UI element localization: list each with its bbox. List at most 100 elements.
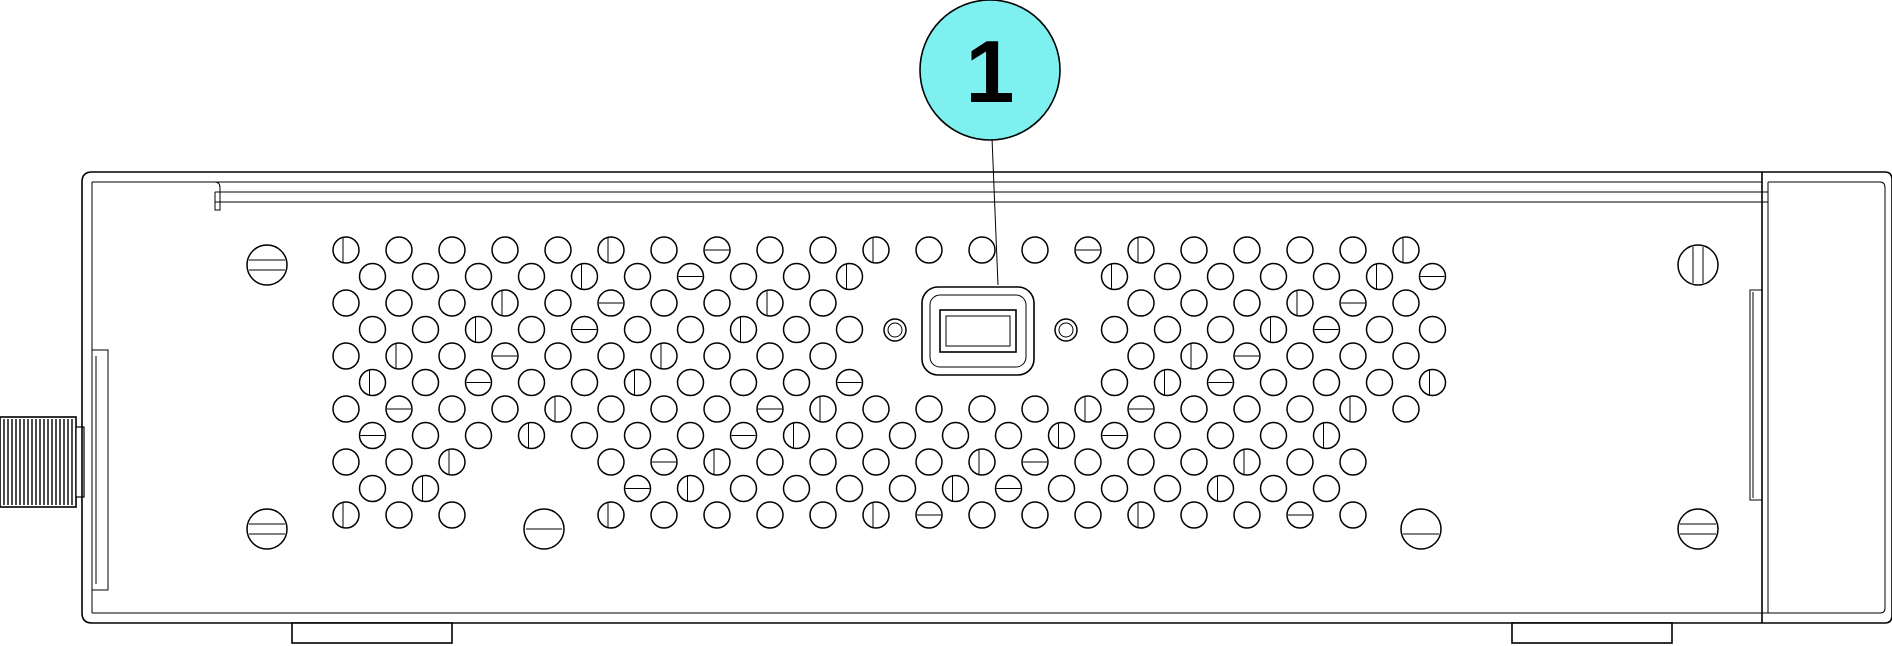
vent-hole xyxy=(464,421,493,450)
vent-hole xyxy=(782,474,811,503)
vent-hole xyxy=(862,236,890,264)
vent-hole xyxy=(411,421,440,450)
screw-mid-left xyxy=(523,508,565,550)
vent-hole xyxy=(544,342,572,370)
vent-hole xyxy=(438,501,466,529)
vent-hole xyxy=(1153,315,1182,344)
vent-hole xyxy=(676,368,705,397)
vent-hole xyxy=(385,236,413,264)
vent-hole xyxy=(782,262,811,291)
callout-leader-line xyxy=(991,137,999,286)
vent-hole xyxy=(1180,448,1208,476)
vent-hole xyxy=(703,342,731,370)
vent-hole xyxy=(1286,448,1314,476)
vent-hole xyxy=(597,395,625,423)
vent-hole xyxy=(1074,395,1102,423)
vent-hole xyxy=(729,315,758,344)
vent-hole xyxy=(809,501,837,529)
vent-hole xyxy=(1021,236,1049,264)
vent-hole xyxy=(570,421,599,450)
screw-top-right xyxy=(1677,244,1719,286)
vent-hole xyxy=(1365,262,1394,291)
vent-hole xyxy=(782,315,811,344)
vent-hole xyxy=(676,421,705,450)
vent-hole xyxy=(1153,368,1182,397)
callout-circle xyxy=(919,0,1061,141)
vent-hole xyxy=(1286,395,1314,423)
vent-hole xyxy=(1100,474,1129,503)
vent-hole xyxy=(1206,262,1235,291)
vent-hole xyxy=(1127,236,1155,264)
vent-hole xyxy=(835,315,864,344)
vent-hole xyxy=(1127,289,1155,317)
vent-hole xyxy=(1339,236,1367,264)
vent-hole xyxy=(517,262,546,291)
vent-hole xyxy=(676,315,705,344)
vent-hole xyxy=(968,501,996,529)
vent-hole xyxy=(809,289,837,317)
vent-hole xyxy=(597,501,625,529)
vent-hole xyxy=(1153,474,1182,503)
vent-hole xyxy=(464,315,493,344)
vent-hole xyxy=(862,395,890,423)
vent-hole xyxy=(1233,448,1261,476)
vent-hole xyxy=(623,421,652,450)
vent-hole xyxy=(385,448,413,476)
vent-hole xyxy=(332,236,360,264)
vent-hole xyxy=(994,421,1023,450)
vent-hole xyxy=(1153,262,1182,291)
vent-hole xyxy=(358,315,387,344)
vent-hole xyxy=(1127,448,1155,476)
vent-hole xyxy=(1206,474,1235,503)
vent-hole xyxy=(729,474,758,503)
vent-hole xyxy=(862,448,890,476)
vent-hole xyxy=(1074,501,1102,529)
vent-hole xyxy=(597,236,625,264)
vent-hole xyxy=(1233,501,1261,529)
vent-hole xyxy=(809,236,837,264)
vent-hole xyxy=(703,395,731,423)
vent-hole xyxy=(835,262,864,291)
vent-hole xyxy=(1339,501,1367,529)
vent-hole xyxy=(491,395,519,423)
vent-hole xyxy=(411,262,440,291)
screw-mid-right xyxy=(1400,508,1442,550)
vent-hole xyxy=(385,289,413,317)
callout-number: 1 xyxy=(966,22,1015,121)
vent-hole xyxy=(756,501,784,529)
vent-hole xyxy=(1312,262,1341,291)
vent-hole xyxy=(1127,342,1155,370)
chassis-body xyxy=(81,171,1892,624)
vent-hole xyxy=(1418,368,1447,397)
vent-hole xyxy=(623,368,652,397)
vent-hole xyxy=(358,262,387,291)
vent-hole xyxy=(1365,315,1394,344)
vent-hole xyxy=(703,289,731,317)
vent-hole xyxy=(888,421,917,450)
screw-bottom-right xyxy=(1677,508,1719,550)
vent-hole xyxy=(332,342,360,370)
vent-hole xyxy=(756,342,784,370)
vent-hole xyxy=(1418,315,1447,344)
vent-hole xyxy=(1259,262,1288,291)
vent-hole xyxy=(623,262,652,291)
vent-hole xyxy=(1259,315,1288,344)
screw-bottom-left xyxy=(246,508,288,550)
vent-hole xyxy=(1259,368,1288,397)
vent-hole xyxy=(517,421,546,450)
vent-hole xyxy=(411,368,440,397)
screw-top-left xyxy=(246,244,288,286)
vent-hole xyxy=(1392,342,1420,370)
vent-hole xyxy=(756,236,784,264)
vent-hole xyxy=(438,342,466,370)
vent-hole xyxy=(1233,289,1261,317)
vent-hole xyxy=(703,448,731,476)
vent-hole xyxy=(491,289,519,317)
vent-hole xyxy=(623,315,652,344)
vent-grille xyxy=(332,236,1447,529)
vent-hole xyxy=(1206,315,1235,344)
vent-hole xyxy=(438,448,466,476)
front-panel-display-window xyxy=(883,286,1078,376)
vent-hole xyxy=(1259,474,1288,503)
vent-hole xyxy=(411,474,440,503)
